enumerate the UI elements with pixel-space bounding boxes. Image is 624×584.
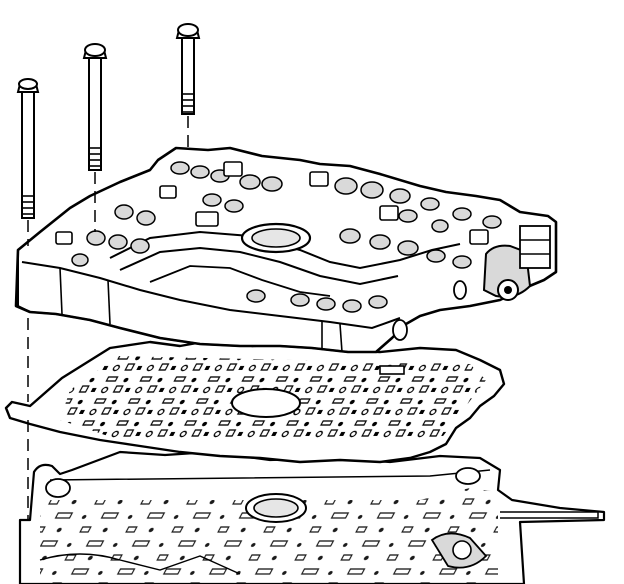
alignment-lines: [27, 116, 189, 520]
bolt-right: [175, 23, 201, 115]
bolt-left: [16, 78, 40, 219]
spacer-plate-gasket: [4, 338, 506, 464]
side-solenoid: [482, 225, 551, 301]
valve-bosses: [55, 161, 489, 245]
valve-body: [14, 146, 558, 354]
bolt-middle: [82, 43, 108, 171]
valve-spools: [71, 161, 502, 313]
transmission-case: [18, 450, 606, 584]
